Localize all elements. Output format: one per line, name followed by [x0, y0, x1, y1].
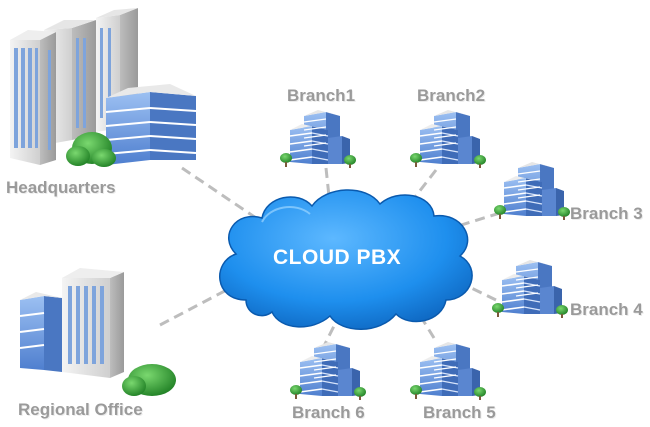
regional-office-building-icon	[19, 268, 176, 396]
label-branch6: Branch 6	[292, 403, 365, 422]
cloud-pbx-icon	[219, 189, 473, 330]
branch4-building-icon	[492, 260, 568, 318]
branch2-building-icon	[410, 110, 486, 168]
label-regional-office: Regional Office	[18, 400, 143, 419]
label-branch3: Branch 3	[570, 204, 643, 223]
connector-branch3	[457, 211, 501, 228]
label-headquarters: Headquarters	[6, 178, 116, 197]
branch1-building-icon	[280, 110, 356, 168]
connector-branch1	[324, 167, 332, 207]
branch5-building-icon	[410, 342, 486, 400]
cloud-pbx-label: CLOUD PBX	[273, 246, 402, 269]
branch6-building-icon	[290, 342, 366, 400]
branch3-building-icon	[494, 162, 570, 220]
label-branch5: Branch 5	[423, 403, 496, 422]
label-branch4: Branch 4	[570, 300, 643, 319]
connector-headquarters	[181, 166, 263, 224]
label-branch2: Branch2	[417, 86, 486, 105]
label-branch1: Branch1	[287, 86, 356, 105]
headquarters-building-icon	[10, 8, 197, 167]
